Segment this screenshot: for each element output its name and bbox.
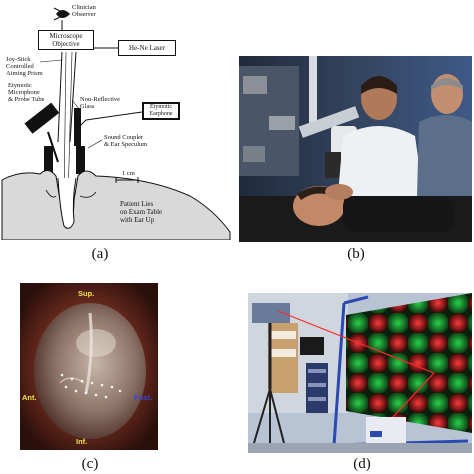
etymotic-mic-label: Etymotic Microphone & Probe Tube: [8, 82, 45, 103]
laser-dot-grid: [60, 373, 122, 399]
panel-b-exam-photo: [239, 56, 472, 242]
laser-unit: [366, 417, 406, 443]
microscope-label: Microscope Objective: [49, 32, 83, 48]
earphone-box: Etymotic Earphone: [142, 102, 180, 120]
coupler-label: Sound Coupler & Ear Speculum: [104, 134, 148, 148]
microphone-block: [24, 102, 60, 134]
holography-illustration: [248, 293, 472, 453]
caption-d: (d): [353, 456, 371, 472]
scale-label: 1 cm: [122, 170, 135, 177]
camera-head: [252, 303, 290, 323]
inf-label: Inf.: [76, 437, 88, 446]
panel-d-holography-setup: [248, 293, 472, 453]
laser-box: He-Ne Laser: [118, 40, 176, 56]
eardrum-illustration: [20, 283, 158, 450]
sup-label: Sup.: [78, 289, 95, 298]
caption-a: (a): [91, 246, 109, 262]
panel-c-eardrum-image: Sup. Ant. Post. Inf.: [20, 283, 158, 450]
coupler-right: [76, 146, 85, 174]
ant-label: Ant.: [22, 393, 37, 402]
clinician-label: Clinician Observer: [72, 4, 96, 18]
panel-a-setup-diagram: Clinician Observer Microscope Objective …: [0, 0, 232, 240]
joystick-label: Joy-Stick Controlled Aiming Prism: [6, 56, 43, 77]
patient-body: [343, 196, 453, 232]
glass-holder: [74, 108, 81, 146]
laser-label: He-Ne Laser: [129, 44, 165, 52]
glass-label: Non-Reflective Glass: [80, 96, 121, 110]
earphone-label: Etymotic Earphone: [149, 104, 173, 117]
exam-photo-illustration: [239, 56, 472, 242]
setup-diagram-drawing: [1, 7, 231, 240]
clinician-coat: [337, 126, 425, 206]
ear-canal: [57, 177, 77, 229]
patient-label: Patient Lies on Exam Table with Ear Up: [120, 200, 163, 224]
caption-c: (c): [81, 456, 99, 472]
caption-b: (b): [347, 246, 365, 262]
eye-pupil-icon: [56, 10, 70, 18]
post-label: Post.: [134, 393, 153, 402]
microscope-box: Microscope Objective: [38, 30, 94, 50]
coupler-left: [44, 146, 53, 174]
